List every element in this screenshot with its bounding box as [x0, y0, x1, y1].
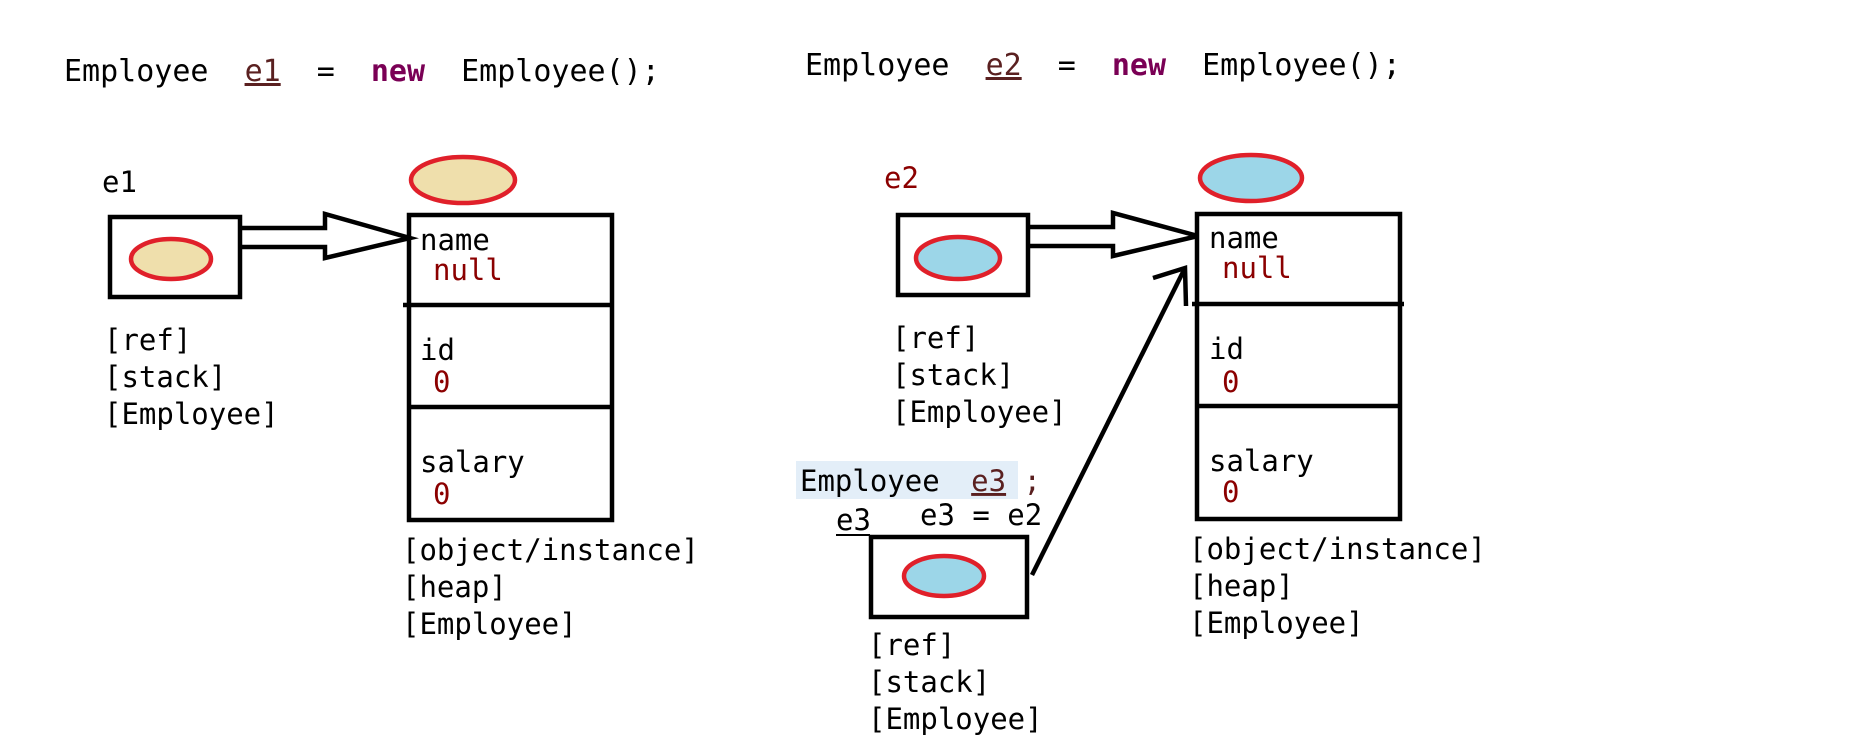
field-name-value: null	[433, 253, 503, 287]
code-eq: =	[317, 54, 335, 89]
arrow-e3-to-object	[1029, 266, 1188, 577]
field-id-label: id	[420, 333, 455, 367]
field-id-label: id	[1209, 332, 1244, 366]
code-line-e1: Employee e1 = new Employee();	[64, 54, 660, 89]
e3-decl-type: Employee	[800, 464, 940, 498]
e3-decl-semicolon: ;	[1024, 464, 1041, 498]
e3-decl-var: e3	[971, 464, 1006, 498]
ref-tag-1: [ref]	[892, 321, 979, 355]
field-name-label: name	[1209, 221, 1279, 255]
object-tag-1: [object/instance]	[1189, 532, 1486, 566]
field-name-label: name	[420, 223, 490, 257]
object-oval-e1	[408, 154, 518, 206]
ref-name-e2: e2	[884, 161, 919, 195]
ref-name-e1: e1	[102, 165, 137, 199]
e3-tag-2: [stack]	[868, 665, 990, 699]
field-salary-value: 0	[1222, 475, 1239, 509]
ref-name-e3: e3	[836, 503, 871, 537]
ref-tag-1: [ref]	[104, 323, 191, 357]
code-eq: =	[1058, 48, 1076, 83]
object-tag-2: [heap]	[402, 570, 507, 604]
object-box-e2	[1194, 211, 1403, 522]
object-tag-1: [object/instance]	[402, 533, 699, 567]
ref-box-e3	[868, 534, 1030, 620]
field-salary-value: 0	[433, 477, 450, 511]
ref-box-e2	[895, 212, 1031, 298]
code-line-e2: Employee e2 = new Employee();	[805, 48, 1401, 83]
e3-declaration-highlight	[796, 461, 1018, 499]
ref-oval-e3	[901, 553, 987, 599]
e3-tag-3: [Employee]	[868, 702, 1043, 736]
ref-oval-e1	[128, 236, 214, 282]
arrow-e3-head	[1152, 264, 1189, 307]
object-oval-e2	[1197, 152, 1305, 204]
ref-box-e1	[107, 214, 243, 300]
field-salary-label: salary	[1209, 444, 1314, 478]
e3-assignment: e3 = e2	[920, 498, 1042, 532]
code-ctor: Employee();	[1202, 48, 1401, 83]
field-id-value: 0	[1222, 365, 1239, 399]
object-tag-2: [heap]	[1189, 569, 1294, 603]
ref-tag-3: [Employee]	[892, 395, 1067, 429]
e3-tag-1: [ref]	[868, 628, 955, 662]
field-name-value: null	[1222, 251, 1292, 285]
code-var: e2	[986, 48, 1022, 83]
right-panel: Employee e2 = new Employee(); e2 [ref] […	[796, 48, 1486, 736]
ref-tag-2: [stack]	[892, 358, 1014, 392]
field-salary-label: salary	[420, 445, 525, 479]
object-tag-3: [Employee]	[1189, 606, 1364, 640]
arrow-e1-to-object	[240, 211, 419, 261]
ref-tag-3: [Employee]	[104, 397, 279, 431]
code-ctor: Employee();	[461, 54, 660, 89]
code-type: Employee	[64, 54, 209, 89]
e3-declaration: Employee e3 ;	[800, 464, 1041, 498]
object-tag-3: [Employee]	[402, 607, 577, 641]
code-type: Employee	[805, 48, 950, 83]
code-var: e1	[245, 54, 281, 89]
ref-tag-2: [stack]	[104, 360, 226, 394]
left-panel: Employee e1 = new Employee(); e1 [ref] […	[64, 54, 699, 641]
object-box-e1	[406, 212, 615, 523]
arrow-e2-to-object	[1028, 210, 1199, 259]
code-new-keyword: new	[371, 54, 426, 89]
code-new-keyword: new	[1112, 48, 1167, 83]
ref-oval-e2	[913, 234, 1003, 282]
field-id-value: 0	[433, 365, 450, 399]
